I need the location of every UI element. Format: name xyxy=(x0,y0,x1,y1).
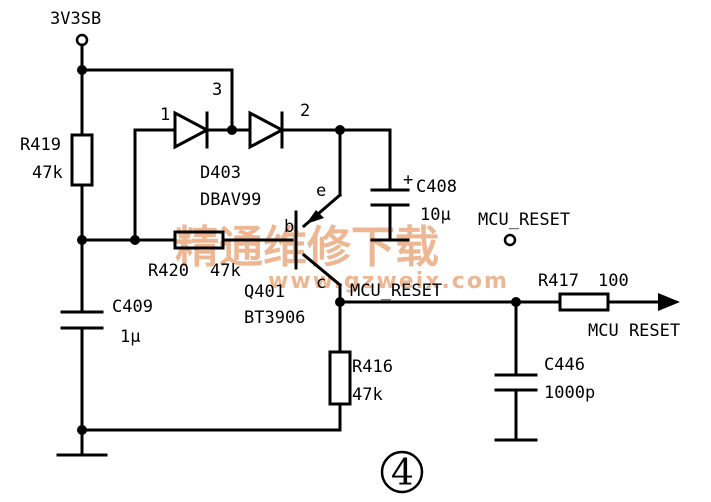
c408-ref: C408 xyxy=(416,177,457,197)
q401-part: BT3906 xyxy=(244,308,305,328)
r419-value: 47k xyxy=(32,163,63,183)
r420-ref: R420 xyxy=(148,261,189,281)
d403-pin2: 2 xyxy=(300,101,310,121)
q401-collector-label: c xyxy=(316,273,326,293)
mcu-reset-mid-label: MCU_RESET xyxy=(350,281,442,301)
d403-pin1: 1 xyxy=(160,105,170,125)
r416-ref: R416 xyxy=(352,357,393,377)
output-arrow xyxy=(658,293,680,311)
figure-number-circle xyxy=(380,450,424,494)
r416-body xyxy=(328,350,352,406)
c446-ref: C446 xyxy=(544,355,585,375)
mcu-reset-testpoint xyxy=(503,233,517,247)
collector-lead xyxy=(301,252,343,288)
q401-ref: Q401 xyxy=(244,282,285,302)
watermark-url: www.gzweix.com xyxy=(268,269,509,294)
r419-ref: R419 xyxy=(20,135,61,155)
supply-label: 3V3SB xyxy=(50,9,101,29)
r420-value: 47k xyxy=(210,261,241,281)
figure-number: 4 xyxy=(391,453,414,494)
junction-loop xyxy=(130,235,140,245)
r417-body xyxy=(558,292,610,312)
junction-pin3 xyxy=(227,125,237,135)
emitter-arrow xyxy=(306,210,324,224)
diode-2 xyxy=(248,110,286,150)
q401-emitter-label: e xyxy=(316,181,326,201)
r417-ref: R417 xyxy=(538,271,579,291)
mcu-reset-output-label: MCU RESET xyxy=(588,321,680,341)
q401-base-label: b xyxy=(284,217,294,237)
c409-value: 1µ xyxy=(120,327,140,347)
d403-part: DBAV99 xyxy=(200,190,261,210)
d403-ref: D403 xyxy=(200,163,241,183)
c408-value: 10µ xyxy=(420,205,451,225)
c446-value: 1000p xyxy=(544,383,595,403)
c408-polarity: + xyxy=(403,170,413,190)
r417-value: 100 xyxy=(598,271,629,291)
d403-pin3: 3 xyxy=(212,80,222,100)
r416-value: 47k xyxy=(352,385,383,405)
diode-1 xyxy=(173,110,211,150)
r419-body xyxy=(70,133,94,187)
mcu-reset-top-label: MCU_RESET xyxy=(478,210,570,230)
c409-ref: C409 xyxy=(112,297,153,317)
